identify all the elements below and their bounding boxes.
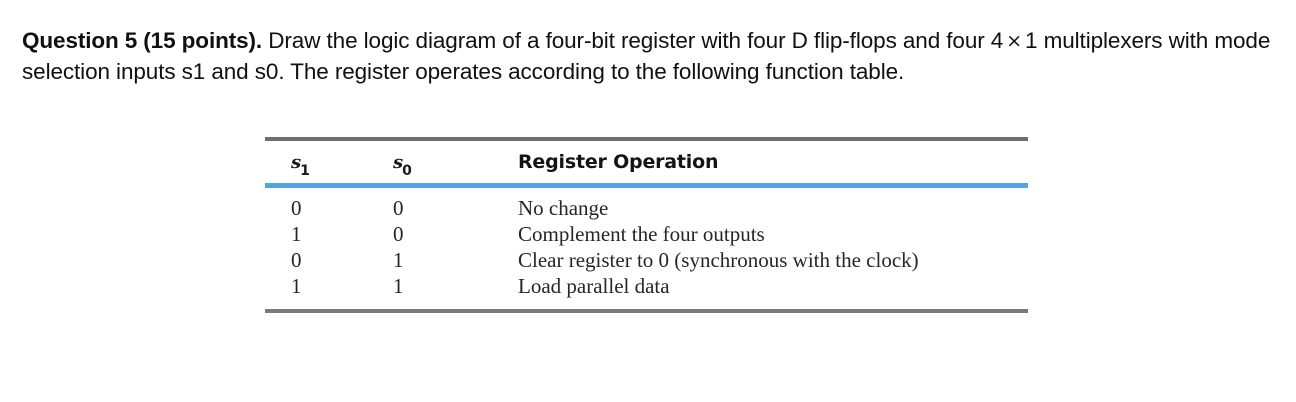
question-line1-text: Draw the logic diagram of a four-bit reg… xyxy=(268,28,741,53)
table-body: 0 0 No change 1 0 Complement the four ou… xyxy=(265,188,1028,309)
question-line3-text: to the following function table. xyxy=(610,59,905,84)
function-table: s1 s0 Register Operation 0 0 No change 1… xyxy=(265,137,1028,313)
cell-s0: 1 xyxy=(393,248,404,272)
table-bottom-rule xyxy=(265,309,1028,313)
cell-s1: 0 xyxy=(291,196,302,220)
table-row: 1 0 Complement the four outputs xyxy=(265,221,1028,247)
question-number-points: 5 (15 points). xyxy=(124,28,263,53)
column-header-s0-subscript: 0 xyxy=(402,162,412,179)
question-line2-prefix: four 4 xyxy=(946,28,1004,53)
question-line1-tail: four D flip-flops and xyxy=(747,28,941,53)
cell-s1: 1 xyxy=(291,274,302,298)
column-header-s0-base: s xyxy=(393,152,404,173)
cell-operation: Complement the four outputs xyxy=(518,222,765,246)
column-header-s1-base: s xyxy=(291,152,302,173)
column-header-s1-subscript: 1 xyxy=(300,162,310,179)
column-header-s1: s1 xyxy=(291,152,351,179)
table-header-underline xyxy=(265,183,1028,188)
table-header-row: s1 s0 Register Operation xyxy=(265,141,1028,183)
cell-operation: Clear register to 0 (synchronous with th… xyxy=(518,248,919,272)
cell-operation: No change xyxy=(518,196,609,220)
cell-s0: 1 xyxy=(393,274,404,298)
column-header-register-operation: Register Operation xyxy=(518,151,719,173)
column-header-s0: s0 xyxy=(393,152,453,179)
table-row: 0 0 No change xyxy=(265,195,1028,221)
multiplication-sign-icon: × xyxy=(1006,30,1023,52)
question-label: Question xyxy=(22,28,119,53)
table-row: 0 1 Clear register to 0 (synchronous wit… xyxy=(265,247,1028,273)
cell-s1: 0 xyxy=(291,248,302,272)
cell-s1: 1 xyxy=(291,222,302,246)
question-line2-text: 1 multiplexers with mode selection input… xyxy=(22,28,1271,84)
cell-operation: Load parallel data xyxy=(518,274,670,298)
table-row: 1 1 Load parallel data xyxy=(265,273,1028,299)
cell-s0: 0 xyxy=(393,222,404,246)
table-top-rule xyxy=(265,137,1028,141)
cell-s0: 0 xyxy=(393,196,404,220)
